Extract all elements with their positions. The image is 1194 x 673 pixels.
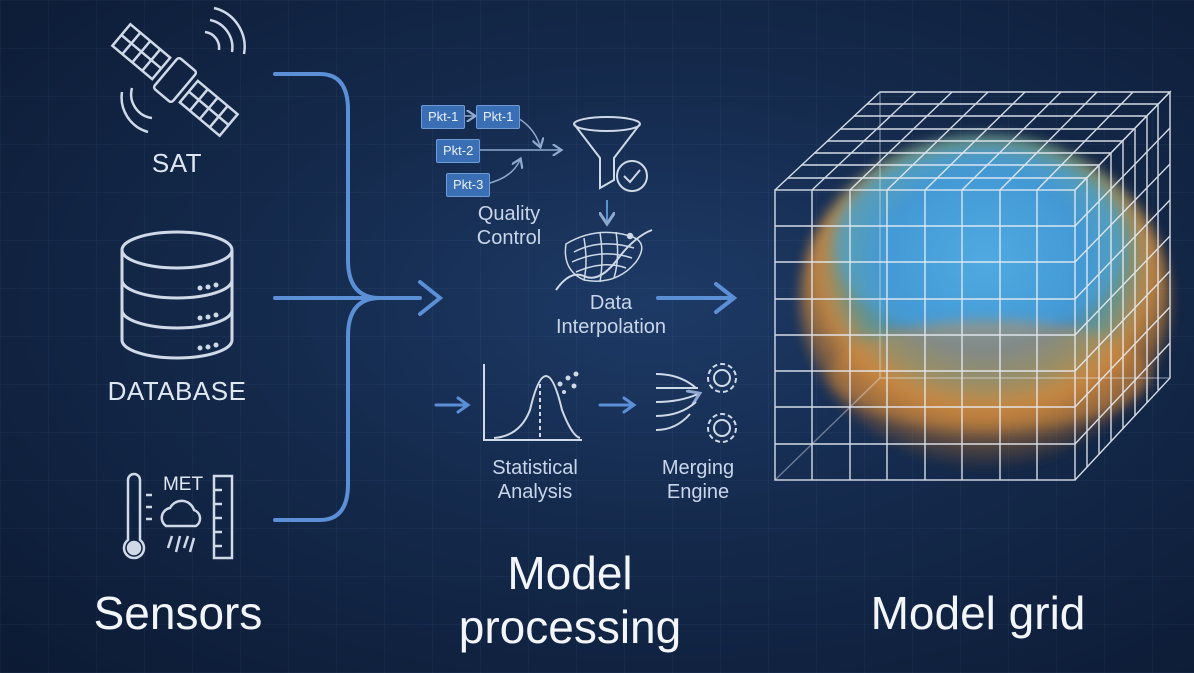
- quality-control-line: Control: [476, 227, 542, 249]
- quality-control-line: Quality: [477, 203, 541, 225]
- quality-funnel-icon: [573, 116, 648, 192]
- merging-engine-line: Engine: [666, 481, 730, 503]
- model-processing-line: Model: [507, 547, 633, 599]
- met-label: MET: [162, 474, 204, 495]
- quality-control-label: Quality Control: [454, 202, 564, 250]
- model-processing-title: Model processing: [420, 546, 720, 654]
- sat-label: SAT: [151, 148, 203, 178]
- merging-engine-icon: [655, 363, 737, 443]
- stats-arrows: [434, 396, 637, 414]
- output-arrow: [656, 282, 738, 314]
- bell-curve-icon: [483, 364, 582, 441]
- sensors-title: Sensors: [93, 587, 263, 639]
- packet-chip: Pkt-1: [421, 105, 466, 129]
- interpolation-mesh-icon: [555, 229, 653, 291]
- merging-engine-line: Merging: [661, 457, 735, 479]
- data-interpolation-line: Interpolation: [555, 316, 667, 338]
- statistical-analysis-line: Statistical: [492, 457, 578, 479]
- model-grid-title: Model grid: [870, 587, 1086, 639]
- satellite-icon: [110, 6, 246, 138]
- packet-chip: Pkt-3: [446, 173, 491, 197]
- database-icon: [120, 230, 234, 360]
- statistical-analysis-label: Statistical Analysis: [470, 456, 600, 504]
- model-grid-data-volume: [800, 135, 1170, 465]
- model-processing-line: processing: [458, 601, 682, 653]
- source-merge-connector: [273, 72, 444, 522]
- packet-chip: Pkt-2: [436, 139, 481, 163]
- merging-engine-label: Merging Engine: [643, 456, 753, 504]
- packet-chip: Pkt-1: [476, 105, 521, 129]
- model-grid-cube: [774, 90, 1172, 481]
- database-label: DATABASE: [107, 376, 247, 406]
- weather-station-icon: [122, 472, 234, 560]
- data-interpolation-label: Data Interpolation: [536, 291, 686, 339]
- statistical-analysis-line: Analysis: [497, 481, 573, 503]
- data-interpolation-line: Data: [589, 292, 633, 314]
